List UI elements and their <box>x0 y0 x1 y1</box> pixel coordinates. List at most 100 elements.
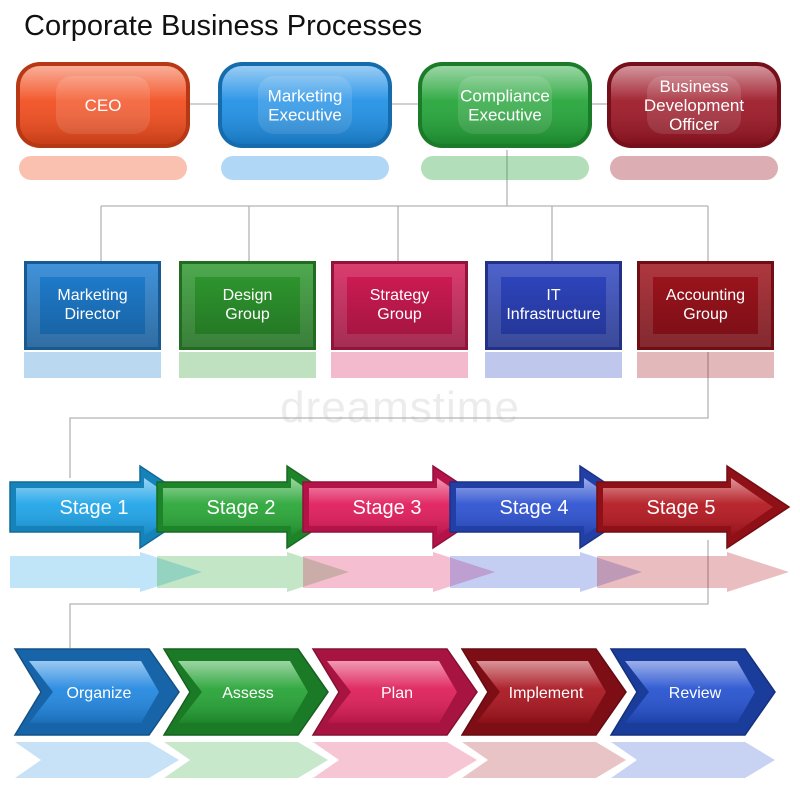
diagram-title: Corporate Business Processes <box>24 10 422 42</box>
stage-arrow-stage-3[interactable]: Stage 3 <box>302 464 497 592</box>
step-chevron-plan-reflection <box>313 742 477 778</box>
stage-arrow-stage-1-gloss <box>16 478 186 536</box>
stage-arrow-stage-4[interactable]: Stage 4 <box>449 464 644 592</box>
step-chevron-implement-gloss <box>476 661 606 723</box>
executive-box-compliance-executive-label-line: Executive <box>468 106 542 125</box>
step-chevron-organize-label: Organize <box>67 685 132 702</box>
department-box-design-group-label-line: Group <box>225 306 270 323</box>
stage-arrow-stage-1-reflection <box>10 552 202 592</box>
department-box-marketing-director-shade <box>27 264 158 347</box>
step-chevron-review[interactable]: Review <box>609 648 776 778</box>
department-box-strategy-group-label-line: Group <box>377 306 422 323</box>
step-chevron-assess-gloss <box>178 661 308 723</box>
watermark: dreamstime <box>280 383 520 432</box>
department-box-it-infrastructure-label-line: Infrastructure <box>506 306 600 323</box>
stage-arrow-stage-4-label: Stage 4 <box>500 497 569 519</box>
executive-box-business-development-officer-gloss <box>611 66 777 144</box>
step-chevron-plan-gloss <box>327 661 457 723</box>
department-box-strategy-group-shade <box>334 264 465 347</box>
executive-box-compliance-executive-gloss <box>422 66 588 144</box>
process-step-row: Organize Assess Plan Implement Review <box>13 648 776 778</box>
stage-arrow-stage-4-gloss <box>456 478 626 536</box>
department-box-design-group-reflection <box>179 352 316 378</box>
connector-lines <box>69 103 709 648</box>
stage-arrow-stage-5-gloss <box>603 478 773 536</box>
department-box-design-group-shade <box>182 264 313 347</box>
stage-arrow-stage-3-gloss <box>309 478 479 536</box>
department-box-accounting-group-shade <box>640 264 771 347</box>
department-box-it-infrastructure-label: IT Infrastructure <box>506 287 600 323</box>
department-box-strategy-group-reflection <box>331 352 468 378</box>
executive-box-business-development-officer-label-line: Business <box>660 77 729 96</box>
stage-arrow-stage-2[interactable]: Stage 2 <box>156 464 351 592</box>
stage-arrow-stage-2-reflection <box>157 552 349 592</box>
connector-line <box>69 540 709 648</box>
stage-arrow-stage-2-label: Stage 2 <box>207 497 276 519</box>
step-chevron-review-gloss <box>625 661 755 723</box>
step-chevron-assess-reflection <box>164 742 328 778</box>
stage-arrow-stage-5-reflection <box>597 552 789 592</box>
executive-box-ceo-label: CEO <box>85 96 122 115</box>
department-box-design-group-label-line: Design <box>223 287 273 304</box>
executive-box-ceo[interactable]: CEO <box>16 62 190 180</box>
executive-box-marketing-executive-reflection <box>221 156 389 180</box>
step-chevron-assess-label: Assess <box>222 685 274 702</box>
stage-arrow-stage-1[interactable]: Stage 1 <box>9 464 204 592</box>
executive-box-compliance-executive-label-line: Compliance <box>460 87 550 106</box>
step-chevron-plan-label: Plan <box>381 685 413 702</box>
connector-line <box>69 352 709 478</box>
step-chevron-organize[interactable]: Organize <box>13 648 180 778</box>
step-chevron-implement[interactable]: Implement <box>460 648 627 778</box>
executive-box-ceo-gloss <box>20 66 186 144</box>
department-box-marketing-director-label-line: Marketing <box>57 287 127 304</box>
step-chevron-review-label: Review <box>669 685 722 702</box>
step-chevron-assess[interactable]: Assess <box>162 648 329 778</box>
executive-box-compliance-executive-reflection <box>421 156 589 180</box>
step-chevron-review-reflection <box>611 742 775 778</box>
executive-box-ceo-reflection <box>19 156 187 180</box>
executive-box-business-development-officer-label-line: Officer <box>669 115 719 134</box>
department-box-strategy-group-label-line: Strategy <box>370 287 430 304</box>
stage-arrow-stage-5-label: Stage 5 <box>647 497 716 519</box>
department-box-it-infrastructure-shade <box>488 264 619 347</box>
step-chevron-implement-label: Implement <box>509 685 584 702</box>
department-box-marketing-director-reflection <box>24 352 161 378</box>
executive-box-ceo-label-line: CEO <box>85 96 122 115</box>
department-box-accounting-group-reflection <box>637 352 774 378</box>
department-box-accounting-group-label-line: Group <box>683 306 728 323</box>
department-box-it-infrastructure-label-line: IT <box>546 287 560 304</box>
step-chevron-organize-gloss <box>29 661 159 723</box>
step-chevron-implement-reflection <box>462 742 626 778</box>
stage-arrow-stage-2-gloss <box>163 478 333 536</box>
department-box-it-infrastructure-reflection <box>485 352 622 378</box>
step-chevron-organize-reflection <box>15 742 179 778</box>
department-box-accounting-group-label-line: Accounting <box>666 287 745 304</box>
executive-box-marketing-executive-gloss <box>222 66 388 144</box>
stage-arrow-stage-5[interactable]: Stage 5 <box>596 464 791 592</box>
executive-box-marketing-executive-label-line: Marketing <box>268 87 343 106</box>
stage-arrow-stage-3-label: Stage 3 <box>353 497 422 519</box>
department-box-it-infrastructure[interactable]: IT Infrastructure <box>485 261 622 378</box>
stage-arrow-stage-1-label: Stage 1 <box>60 497 129 519</box>
executive-box-marketing-executive-label-line: Executive <box>268 106 342 125</box>
stage-arrow-stage-3-reflection <box>303 552 495 592</box>
stage-arrow-stage-4-reflection <box>450 552 642 592</box>
executive-box-business-development-officer-reflection <box>610 156 778 180</box>
step-chevron-plan[interactable]: Plan <box>311 648 478 778</box>
stage-arrow-row: Stage 1 Stage 2 Stage 3 Stage 4 Stage 5 <box>9 464 791 592</box>
